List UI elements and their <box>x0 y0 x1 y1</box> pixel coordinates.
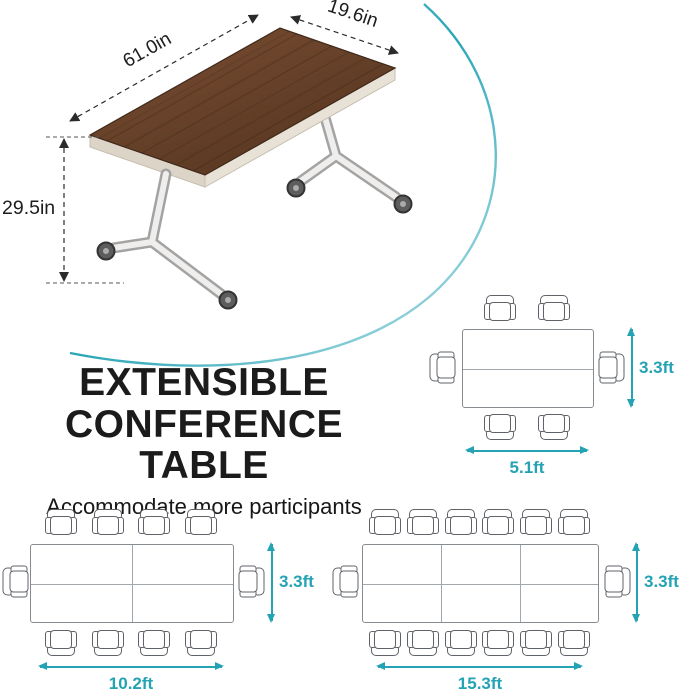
seating-diagram-large: 3.3ft 15.3ft <box>330 500 679 698</box>
chair-icon <box>2 565 30 597</box>
caster-icon <box>96 241 116 261</box>
seating-diagram-small: 3.3ft 5.1ft <box>425 288 679 483</box>
chair-icon <box>604 565 631 597</box>
table-fold-seam <box>441 545 443 622</box>
chair-icon <box>238 565 265 597</box>
table-top-view <box>362 544 599 623</box>
caster-icon <box>393 194 413 214</box>
caster-icon <box>218 290 238 310</box>
chair-col-right <box>602 565 632 597</box>
chair-icon <box>598 351 625 383</box>
chair-row-top <box>362 508 597 536</box>
chair-row-top <box>30 508 232 536</box>
chair-row-top <box>462 294 592 322</box>
chair-icon <box>406 629 439 656</box>
chair-icon <box>482 508 515 536</box>
chair-col-left <box>331 565 361 597</box>
width-dimension-arrow <box>465 446 589 455</box>
depth-dimension-label: 3.3ft <box>639 358 674 377</box>
chair-icon <box>520 508 553 536</box>
left-leg <box>107 168 227 300</box>
chair-icon <box>368 629 401 656</box>
width-dimension-label: 15.3ft <box>457 674 503 693</box>
chair-col-left <box>428 351 458 383</box>
chair-icon <box>184 629 217 656</box>
chair-icon <box>45 508 78 536</box>
seating-diagram-medium: 3.3ft 10.2ft <box>0 500 314 698</box>
chair-col-left <box>1 565 31 597</box>
chair-icon <box>406 508 439 536</box>
width-dimension-arrow <box>38 662 224 671</box>
chair-icon <box>138 508 171 536</box>
chair-row-bottom <box>30 628 232 656</box>
table-top-view <box>30 544 234 623</box>
chair-col-right <box>596 351 626 383</box>
depth-dimension-label: 3.3ft <box>279 572 314 591</box>
height-dimension: 29.5in <box>2 136 124 284</box>
chair-icon <box>45 629 78 656</box>
width-dimension-arrow <box>376 662 583 671</box>
depth-dimension-arrow <box>267 542 276 623</box>
chair-icon <box>91 508 124 536</box>
table-fold-seam <box>132 545 133 622</box>
chair-icon <box>138 629 171 656</box>
chair-icon <box>537 413 570 440</box>
chair-icon <box>482 629 515 656</box>
chair-icon <box>332 565 360 597</box>
width-dimension-label: 10.2ft <box>108 674 154 693</box>
chair-icon <box>184 508 217 536</box>
headline-line2: CONFERENCE TABLE <box>64 402 344 488</box>
depth-dimension-label: 3.3ft <box>644 572 679 591</box>
chair-icon <box>558 508 591 536</box>
width-dimension-label: 5.1ft <box>509 458 545 477</box>
headline-line1: EXTENSIBLE <box>79 361 329 404</box>
chair-icon <box>429 351 457 383</box>
headline: EXTENSIBLE CONFERENCE TABLE Accommodate … <box>0 362 408 520</box>
table-3d-illustration: 61.0in 19.6in 29.5in <box>2 0 413 310</box>
chair-icon <box>537 294 570 322</box>
depth-dimension-arrow <box>632 542 641 623</box>
chair-icon <box>484 294 517 322</box>
chair-col-right <box>236 565 266 597</box>
length-dimension-label: 61.0in <box>120 28 175 72</box>
table-fold-seam <box>519 545 521 622</box>
chair-row-bottom <box>462 412 592 440</box>
chair-icon <box>484 413 517 440</box>
chair-icon <box>91 629 124 656</box>
chair-icon <box>558 629 591 656</box>
depth-dimension-arrow <box>627 327 636 408</box>
caster-icon <box>286 178 306 198</box>
chair-icon <box>444 508 477 536</box>
chair-icon <box>520 629 553 656</box>
chair-row-bottom <box>362 628 597 656</box>
chair-icon <box>368 508 401 536</box>
depth-dimension-label: 19.6in <box>325 0 381 32</box>
chair-icon <box>444 629 477 656</box>
height-dimension-label: 29.5in <box>2 197 55 219</box>
table-top-view <box>462 329 594 408</box>
